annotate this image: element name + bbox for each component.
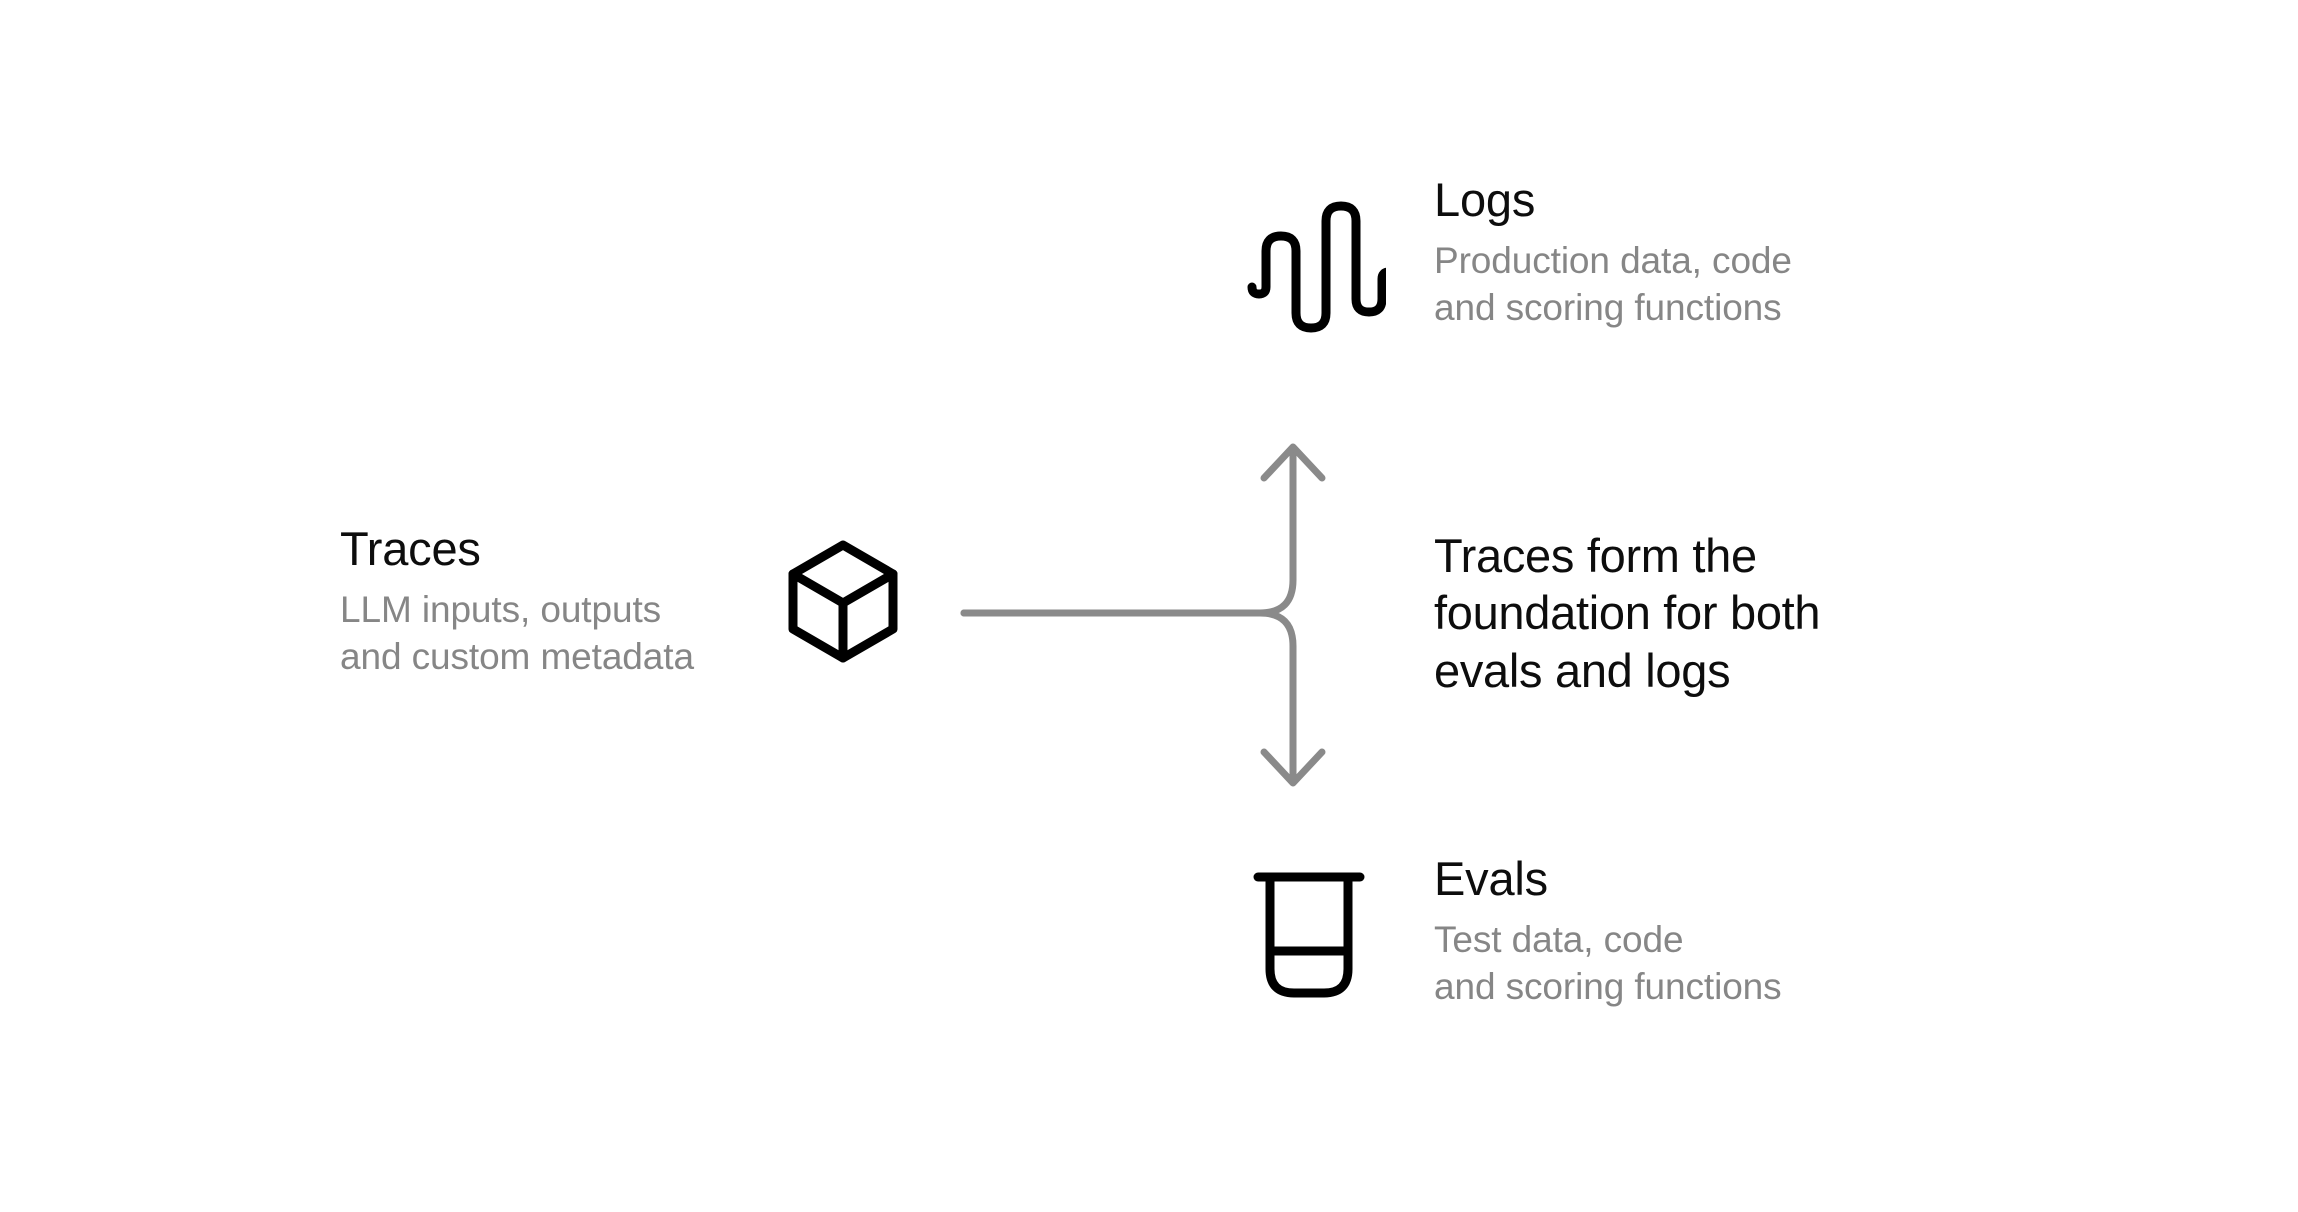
caption-line-1: Traces form the xyxy=(1434,529,1757,582)
logs-title: Logs xyxy=(1434,173,1536,226)
arrowhead-down xyxy=(1260,748,1326,787)
evals-description-line-2: and scoring functions xyxy=(1434,966,1782,1008)
caption-line-2: foundation for both xyxy=(1434,586,1821,640)
logs-text-block: Logs Production data, code and scoring f… xyxy=(1434,173,1792,332)
beaker-icon xyxy=(1253,872,1365,998)
traces-description-line-2: and custom metadata xyxy=(340,636,694,678)
node-evals: Evals Test data, code and scoring functi… xyxy=(1244,852,1944,1045)
waveform-icon xyxy=(1247,201,1386,333)
logs-description-line-2: and scoring functions xyxy=(1434,287,1782,329)
evals-description: Test data, code and scoring functions xyxy=(1434,904,1782,1011)
waveform-path xyxy=(1247,201,1386,333)
node-traces: Traces LLM inputs, outputs and custom me… xyxy=(340,522,920,705)
connector-branch-up xyxy=(960,444,1297,617)
arrowhead-up xyxy=(1260,443,1326,482)
logs-description: Production data, code and scoring functi… xyxy=(1434,225,1792,332)
evals-text-block: Evals Test data, code and scoring functi… xyxy=(1434,852,1782,1011)
caption-line-3: evals and logs xyxy=(1434,643,1731,697)
traces-text-block: Traces LLM inputs, outputs and custom me… xyxy=(340,522,694,681)
caption-block: Traces form the foundation for both eval… xyxy=(1434,527,2054,699)
connector-branch-down xyxy=(960,609,1297,786)
beaker-body xyxy=(1265,872,1353,998)
traces-description-line-1: LLM inputs, outputs xyxy=(340,588,662,630)
traces-description: LLM inputs, outputs and custom metadata xyxy=(340,574,694,681)
evals-title: Evals xyxy=(1434,852,1548,905)
traces-title: Traces xyxy=(340,522,481,575)
evals-description-line-1: Test data, code xyxy=(1434,918,1684,960)
node-logs: Logs Production data, code and scoring f… xyxy=(1244,175,1944,360)
cube-icon xyxy=(788,540,898,663)
logs-description-line-1: Production data, code xyxy=(1434,239,1792,281)
connector-arrows xyxy=(960,443,1326,787)
